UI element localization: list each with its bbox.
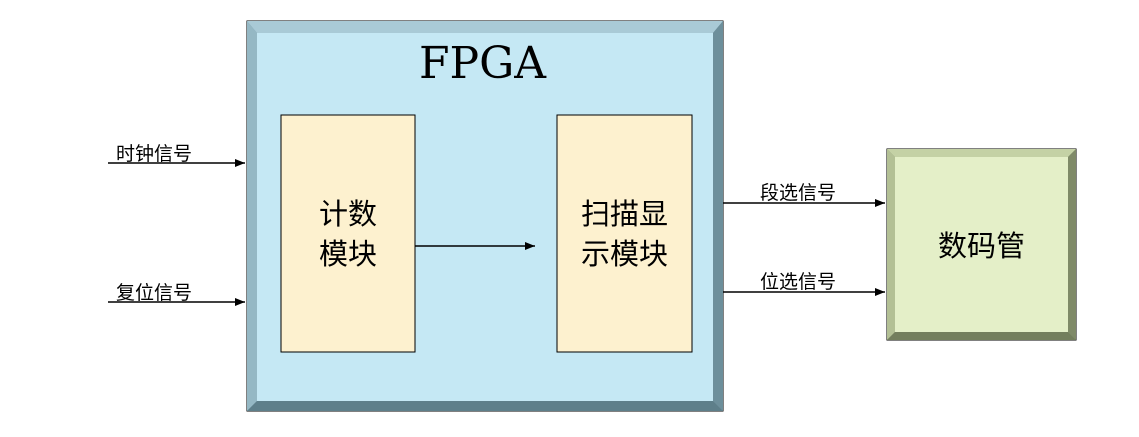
segment-signal-label: 段选信号 [760,182,837,204]
display-block [886,148,1077,341]
scan-module-line1: 扫描显 [580,197,668,231]
reset-signal-label: 复位信号 [116,282,193,304]
scan-module-line2: 示模块 [580,237,668,271]
scan-module-box [556,114,693,353]
counter-module-line2: 模块 [318,237,377,271]
scan-module-label: 扫描显 示模块 [557,194,692,274]
counter-module-line1: 计数 [318,197,377,231]
counter-module-box [280,114,416,353]
display-label: 数码管 [937,229,1025,263]
fpga-title: FPGA [419,38,547,89]
clock-signal-label: 时钟信号 [116,143,193,165]
counter-module-label: 计数 模块 [281,194,415,274]
digit-signal-label: 位选信号 [760,271,837,293]
